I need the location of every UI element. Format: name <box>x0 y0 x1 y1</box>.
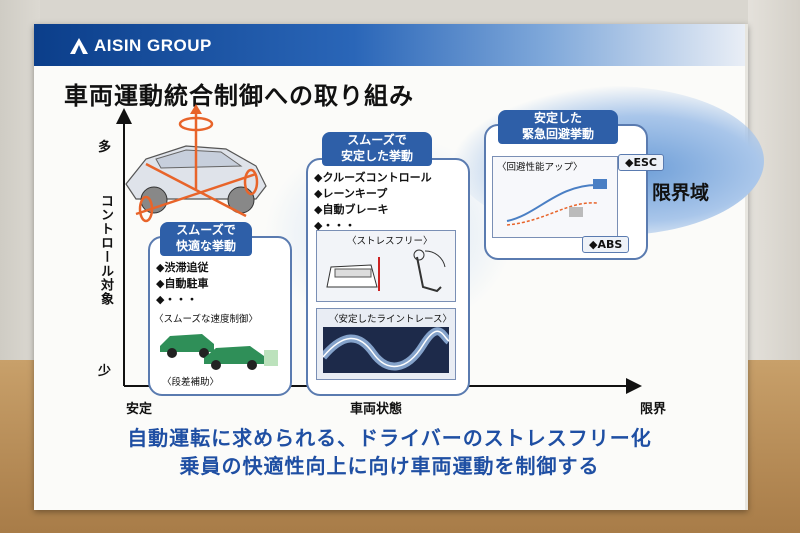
comfort-tab-line-1: スムーズで <box>176 223 236 237</box>
aisin-logo-icon <box>70 38 88 54</box>
y-axis-label: コントロール対象 <box>98 194 113 306</box>
stress-free-figure: 〈ストレスフリー〉 <box>316 230 456 302</box>
vehicle-motion-illustration <box>125 104 267 223</box>
stable-bullet-2: ◆レーンキープ <box>314 187 388 200</box>
emergency-tab-line-2: 緊急回避挙動 <box>521 127 594 141</box>
presentation-board: AISIN GROUP 車両運動統合制御への取り組み 多 少 コントロール対象 … <box>34 24 764 510</box>
stable-tab-line-2: 安定した挙動 <box>340 149 413 163</box>
abs-badge: ◆ABS <box>582 236 630 253</box>
stress-free-caption: 〈ストレスフリー〉 <box>347 236 433 247</box>
bottom-message-2: 乗員の快適性向上に向け車両運動を制御する <box>179 454 600 478</box>
x-axis-mid: 車両状態 <box>350 402 403 417</box>
line-trace-caption: 〈安定したライントレース〉 <box>329 314 453 325</box>
comfort-bullet-1: ◆渋滞追従 <box>156 261 209 274</box>
page-title: 車両運動統合制御への取り組み <box>64 82 414 110</box>
comfort-caption-step: 〈段差補助〉 <box>162 377 220 388</box>
avoidance-caption: 〈回避性能アップ〉 <box>497 162 583 173</box>
background-wall-right <box>748 0 800 400</box>
driver-seat-illustration <box>326 249 446 293</box>
avoidance-path-illustration <box>506 179 607 226</box>
y-axis-low: 少 <box>98 364 112 379</box>
esc-badge: ◆ESC <box>618 154 664 171</box>
background-wall-left <box>0 0 40 380</box>
header-bar: AISIN GROUP <box>34 24 745 66</box>
green-car-illustration <box>160 334 278 370</box>
stable-bullet-3: ◆自動ブレーキ <box>314 203 389 216</box>
comfort-caption-speed: 〈スムーズな速度制御〉 <box>154 314 259 325</box>
comfort-behavior-tab: スムーズで 快適な挙動 <box>160 222 252 256</box>
stable-bullet-1: ◆クルーズコントロール <box>314 171 432 184</box>
comfort-tab-line-2: 快適な挙動 <box>175 239 236 253</box>
bottom-message-1: 自動運転に求められる、ドライバーのストレスフリー化 <box>127 426 652 450</box>
aisin-logo: AISIN GROUP <box>70 36 212 56</box>
emergency-avoidance-tab: 安定した 緊急回避挙動 <box>498 110 618 144</box>
y-axis-high: 多 <box>98 140 112 155</box>
road-trace-illustration <box>323 327 449 373</box>
emergency-tab-line-1: 安定した <box>533 111 582 125</box>
stable-tab-line-1: スムーズで <box>347 133 407 147</box>
avoidance-figure: 〈回避性能アップ〉 <box>492 156 618 238</box>
comfort-bullet-3: ◆・・・ <box>156 293 198 306</box>
logo-text: AISIN GROUP <box>94 36 212 55</box>
comfort-bullet-2: ◆自動駐車 <box>156 277 209 290</box>
x-axis-right: 限界 <box>640 402 667 417</box>
comfort-behavior-panel <box>148 236 292 396</box>
line-trace-figure: 〈安定したライントレース〉 <box>316 308 456 380</box>
limit-region-label: 限界域 <box>652 182 710 204</box>
x-axis-left: 安定 <box>126 402 153 417</box>
stable-bullet-4: ◆・・・ <box>314 219 356 232</box>
stable-behavior-tab: スムーズで 安定した挙動 <box>322 132 432 166</box>
